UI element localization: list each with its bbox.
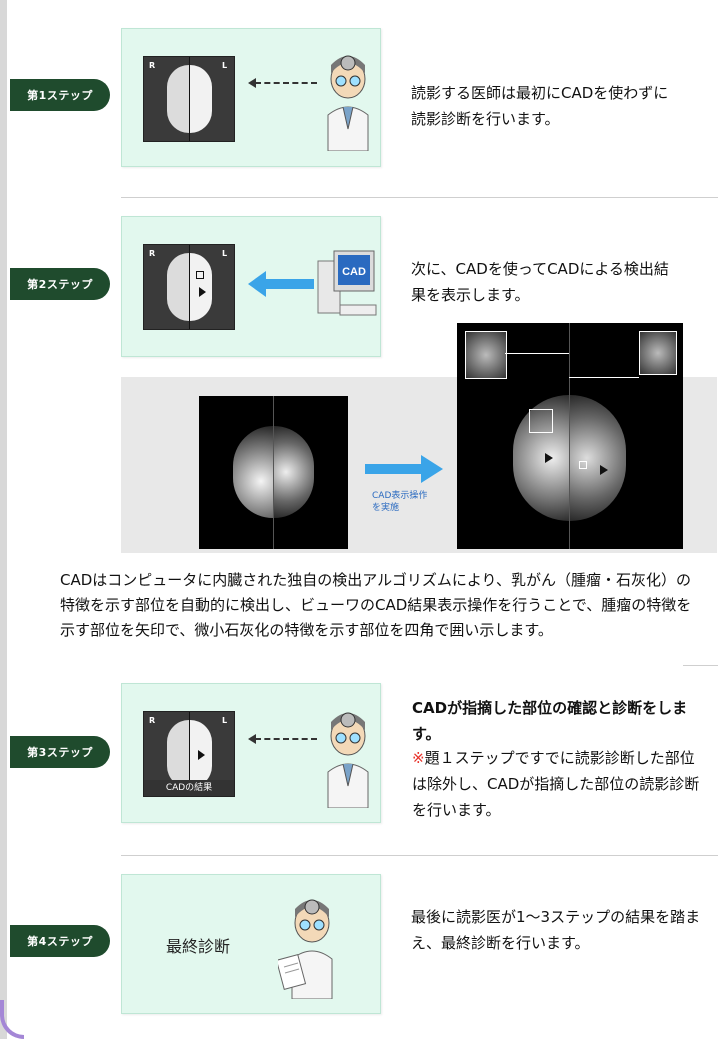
cad-result-caption: CADの結果 xyxy=(144,780,234,796)
right-label: R xyxy=(149,716,156,725)
note-mark: ※ xyxy=(412,749,425,767)
cad-caption-2: を実施 xyxy=(372,503,400,513)
step4-tab-label: 第4ステップ xyxy=(27,935,93,948)
mammogram-after xyxy=(457,323,683,549)
cad-arrow-icon xyxy=(365,455,443,483)
step4-tab: 第4ステップ xyxy=(10,925,110,957)
step1-tab: 第1ステップ xyxy=(10,79,110,111)
mammogram-icon: R L xyxy=(143,56,235,142)
mass-arrow xyxy=(600,465,608,475)
zoom-inset-right xyxy=(639,331,677,375)
mammogram-before xyxy=(199,396,348,549)
cad-caption-1: CAD表示操作 xyxy=(372,491,428,501)
divider-2 xyxy=(683,665,718,666)
step3-heading: CADが指摘した部位の確認と診断をします。 xyxy=(412,699,688,743)
zoom-inset-left xyxy=(465,331,507,379)
cad-explanation: CADはコンピュータに内臓された独自の検出アルゴリズムにより、乳がん（腫瘤・石灰… xyxy=(60,571,692,639)
step3-panel: R L CADの結果 xyxy=(121,683,381,823)
computer-icon: CAD xyxy=(317,250,377,316)
step3-tab-label: 第3ステップ xyxy=(27,746,93,759)
doctor-icon xyxy=(327,55,369,151)
step4-panel: 最終診断 xyxy=(121,874,381,1014)
calcification-box xyxy=(529,409,553,433)
doctor-icon xyxy=(327,712,369,808)
mammogram-icon: R L CADの結果 xyxy=(143,711,235,797)
step2-panel: R L CAD xyxy=(121,216,381,357)
blue-arrow-icon xyxy=(248,271,314,297)
mass-arrow xyxy=(545,453,553,463)
step1-description: 読影する医師は最初にCADを使わずに読影診断を行います。 xyxy=(411,84,669,128)
step3-note-text: 題１ステップですでに読影診断した部位は除外し、CADが指摘した部位の読影診断を行… xyxy=(412,749,700,819)
left-frame xyxy=(0,0,7,1039)
mammogram-icon: R L xyxy=(143,244,235,330)
step1-panel: R L xyxy=(121,28,381,167)
divider-3 xyxy=(121,855,718,856)
step3-note: ※題１ステップですでに読影診断した部位は除外し、CADが指摘した部位の読影診断を… xyxy=(412,745,702,823)
step1-tab-label: 第1ステップ xyxy=(27,89,93,102)
dashed-arrow xyxy=(248,734,317,744)
left-label: L xyxy=(222,249,228,258)
step2-tab: 第2ステップ xyxy=(10,268,110,300)
right-label: R xyxy=(149,249,156,258)
calcification-box xyxy=(579,461,587,469)
doctor-with-clipboard-icon xyxy=(278,899,333,999)
left-label: L xyxy=(222,716,228,725)
right-label: R xyxy=(149,61,156,70)
step2-description: 次に、CADを使ってCADによる検出結果を表示します。 xyxy=(411,260,669,304)
divider-1 xyxy=(121,197,718,198)
step3-tab: 第3ステップ xyxy=(10,736,110,768)
final-diagnosis-label: 最終診断 xyxy=(166,937,231,956)
step2-tab-label: 第2ステップ xyxy=(27,278,93,291)
left-label: L xyxy=(222,61,228,70)
step4-description: 最後に読影医が1〜3ステップの結果を踏まえ、最終診断を行います。 xyxy=(411,908,701,952)
dashed-arrow xyxy=(248,78,317,88)
computer-cad-label: CAD xyxy=(342,266,366,278)
